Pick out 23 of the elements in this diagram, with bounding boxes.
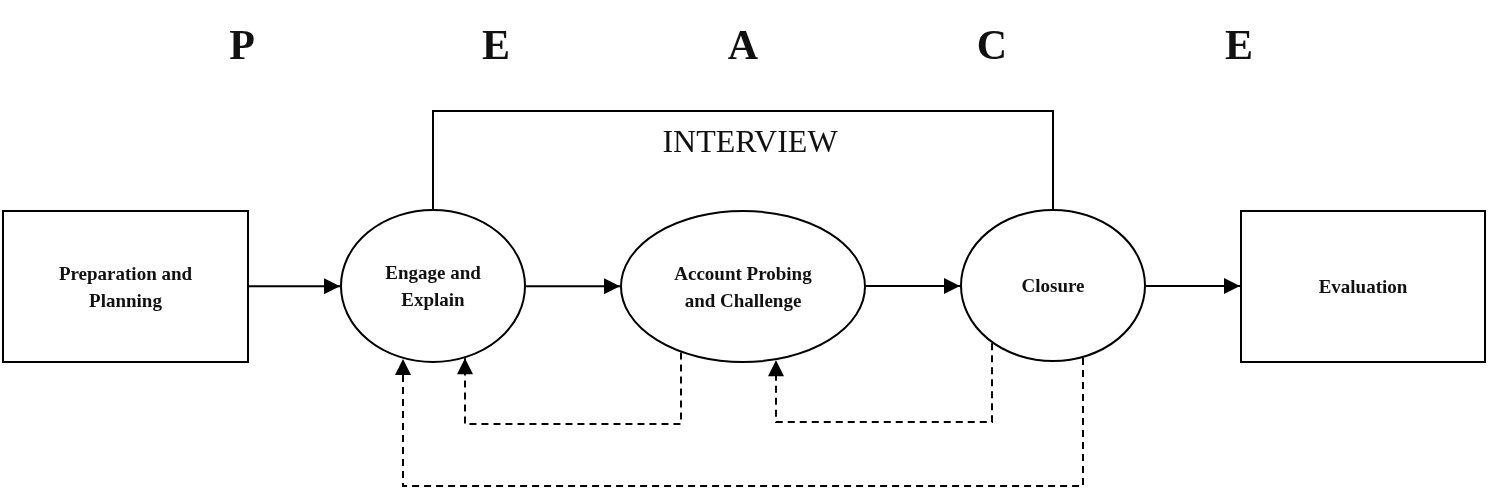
acronym-letter: E: [482, 21, 510, 69]
arrow: [865, 278, 961, 294]
dashed-arrow: [457, 351, 682, 425]
acronym-letter: A: [727, 21, 759, 69]
acronym-letter: C: [976, 21, 1008, 69]
node-text: Engage and Explain: [384, 261, 482, 312]
arrow: [248, 278, 341, 295]
node-text: Account Probing and Challenge: [673, 261, 813, 313]
node-text: Preparation and Planning: [57, 261, 194, 313]
process-ellipse: [960, 209, 1146, 362]
dashed-arrow: [395, 356, 1084, 487]
section-heading: INTERVIEW: [662, 122, 838, 160]
acronym-letter: E: [1225, 21, 1253, 69]
acronym-letter: P: [229, 21, 255, 69]
process-ellipse: [340, 209, 526, 363]
arrow: [1145, 278, 1241, 294]
dashed-arrow: [768, 342, 993, 423]
node-text: Closure: [1021, 274, 1085, 298]
process-box: [2, 210, 249, 363]
process-ellipse: [620, 210, 866, 363]
process-box: [1240, 210, 1486, 363]
arrow: [525, 278, 621, 295]
node-text: Evaluation: [1318, 275, 1408, 299]
